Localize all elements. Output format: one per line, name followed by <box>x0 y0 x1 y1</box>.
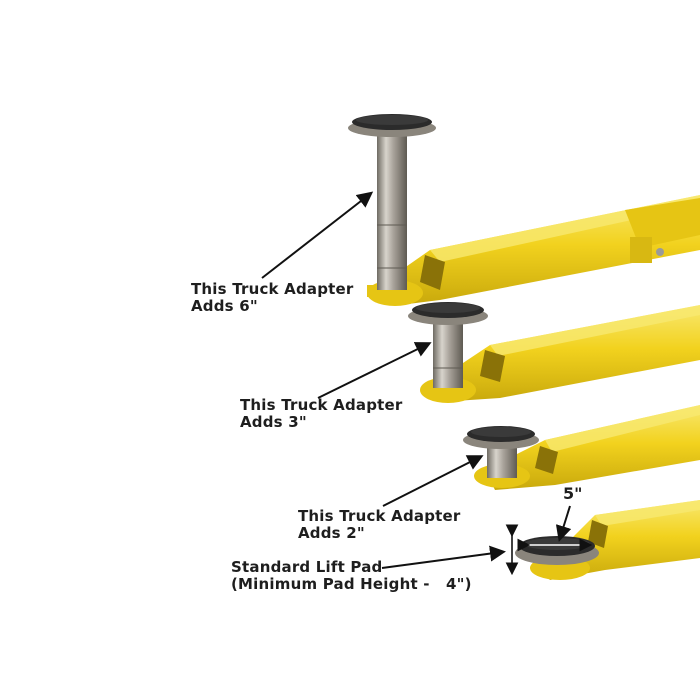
label-line: This Truck Adapter <box>240 396 403 414</box>
label-adapter-6in: This Truck Adapter Adds 6" <box>191 281 354 315</box>
label-line: This Truck Adapter <box>191 280 354 298</box>
label-line: Adds 6" <box>191 297 258 315</box>
adapter-6in <box>348 114 436 290</box>
label-line: Adds 3" <box>240 413 307 431</box>
adapter-2in <box>463 426 539 478</box>
label-adapter-2in: This Truck Adapter Adds 2" <box>298 508 461 542</box>
label-line: (Minimum Pad Height - 4") <box>231 575 472 593</box>
label-line: This Truck Adapter <box>298 507 461 525</box>
arm-1 <box>367 195 700 306</box>
label-line: Standard Lift Pad <box>231 558 383 576</box>
adapter-3in <box>408 302 488 388</box>
pad-diameter-arrow <box>517 505 593 552</box>
arm-3 <box>474 405 700 490</box>
label-line: Adds 2" <box>298 524 365 542</box>
pad-diameter-label: 5" <box>563 484 583 503</box>
leader-arrows <box>261 191 506 569</box>
label-adapter-3in: This Truck Adapter Adds 3" <box>240 397 403 431</box>
label-standard-lift-pad: Standard Lift Pad (Minimum Pad Height - … <box>231 559 472 593</box>
standard-lift-pad <box>515 536 599 565</box>
